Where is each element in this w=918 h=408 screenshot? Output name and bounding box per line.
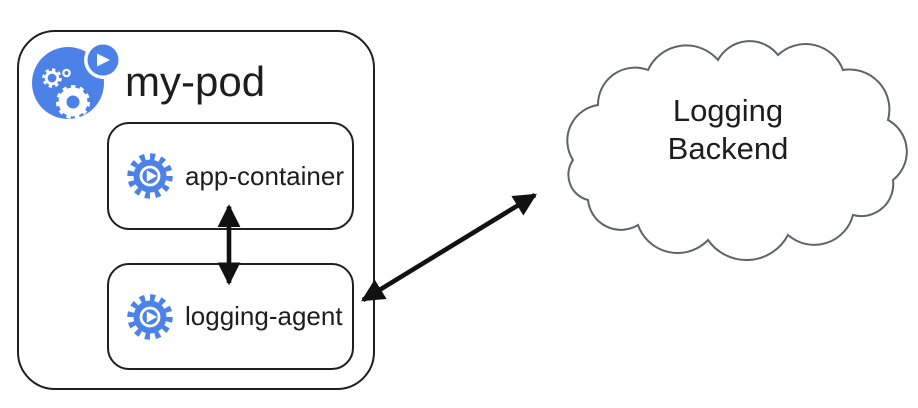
container-name-label-app: app-container	[185, 160, 344, 191]
container-name-label-logging-agent: logging-agent	[185, 301, 343, 331]
play-icon	[146, 310, 157, 323]
container-box-logging-agent: logging-agent	[107, 263, 354, 370]
container-icon	[127, 293, 173, 340]
play-icon	[97, 53, 110, 67]
cloud-icon	[566, 40, 908, 261]
backend-label: Logging Backend	[543, 1, 913, 259]
pod-name-label: my-pod	[125, 58, 266, 105]
pod-icon	[32, 41, 122, 119]
arrow-logging-agent-to-backend	[361, 193, 537, 302]
container-icon	[127, 153, 173, 199]
container-box-app: app-container	[107, 122, 354, 230]
backend-label-line2: Backend	[667, 131, 789, 166]
pod-box: my-pod app-container logging-agent	[17, 30, 375, 390]
backend-label-line1: Logging	[672, 93, 784, 128]
logging-backend-cloud: Logging Backend	[543, 10, 913, 268]
play-icon	[146, 170, 157, 182]
